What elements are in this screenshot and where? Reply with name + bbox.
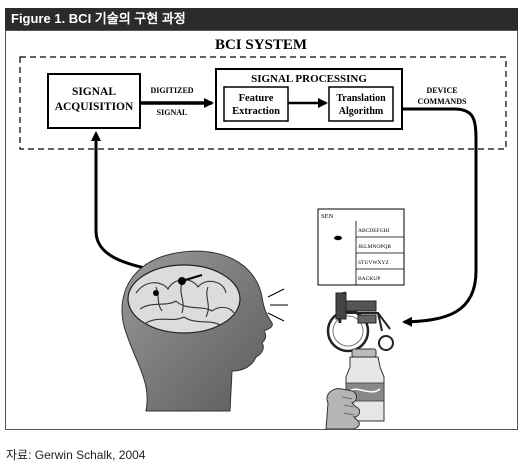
speller-row: STUVWXYZ <box>358 260 389 266</box>
system-title: BCI SYSTEM <box>215 37 307 53</box>
feature-label: Feature <box>239 93 274 104</box>
digitized-signal-arrow: DIGITIZED SIGNAL <box>140 86 214 117</box>
signal-processing-box: SIGNAL PROCESSING Feature Extraction Tra… <box>215 68 403 130</box>
source-note: 자료: Gerwin Schalk, 2004 <box>6 448 146 462</box>
speller-row: ABCDEFGHI <box>358 228 390 234</box>
figure-frame: BCI SYSTEM SIGNAL ACQUISITION DIGITIZED … <box>5 30 518 430</box>
translation-label: Translation <box>336 93 386 104</box>
hand-bottle-icon <box>325 348 385 430</box>
speller-header: SEN <box>321 213 334 220</box>
signal-processing-title: SIGNAL PROCESSING <box>251 73 367 85</box>
figure-caption: Figure 1. BCI 기술의 구현 과정 <box>5 8 518 30</box>
system-boundary <box>19 56 507 150</box>
feature-extraction-box <box>223 86 289 122</box>
signal-label: SIGNAL <box>157 108 188 117</box>
device-commands-arrow <box>402 107 478 327</box>
signal-acquisition-label-1: SIGNAL <box>72 86 116 98</box>
speller-cursor <box>334 235 342 241</box>
device-label: DEVICE <box>426 86 457 95</box>
brain-head-icon <box>121 250 288 412</box>
extraction-label: Extraction <box>232 106 280 117</box>
speller-row: JKLMNOPQR <box>358 244 391 250</box>
signal-acquisition-label-2: ACQUISITION <box>55 101 134 113</box>
algorithm-label: Algorithm <box>339 106 384 117</box>
signal-acquisition-box: SIGNAL ACQUISITION <box>47 73 141 129</box>
speller-screen-icon: SEN ABCDEFGHI JKLMNOPQR STUVWXYZ BACKUP <box>317 208 405 286</box>
commands-label: COMMANDS <box>418 97 467 106</box>
wheelchair-icon <box>326 291 394 353</box>
translation-algorithm-box <box>328 86 394 122</box>
bci-diagram: BCI SYSTEM SIGNAL ACQUISITION DIGITIZED … <box>19 37 507 430</box>
speller-row: BACKUP <box>358 276 380 282</box>
digitized-label: DIGITIZED <box>150 86 193 95</box>
